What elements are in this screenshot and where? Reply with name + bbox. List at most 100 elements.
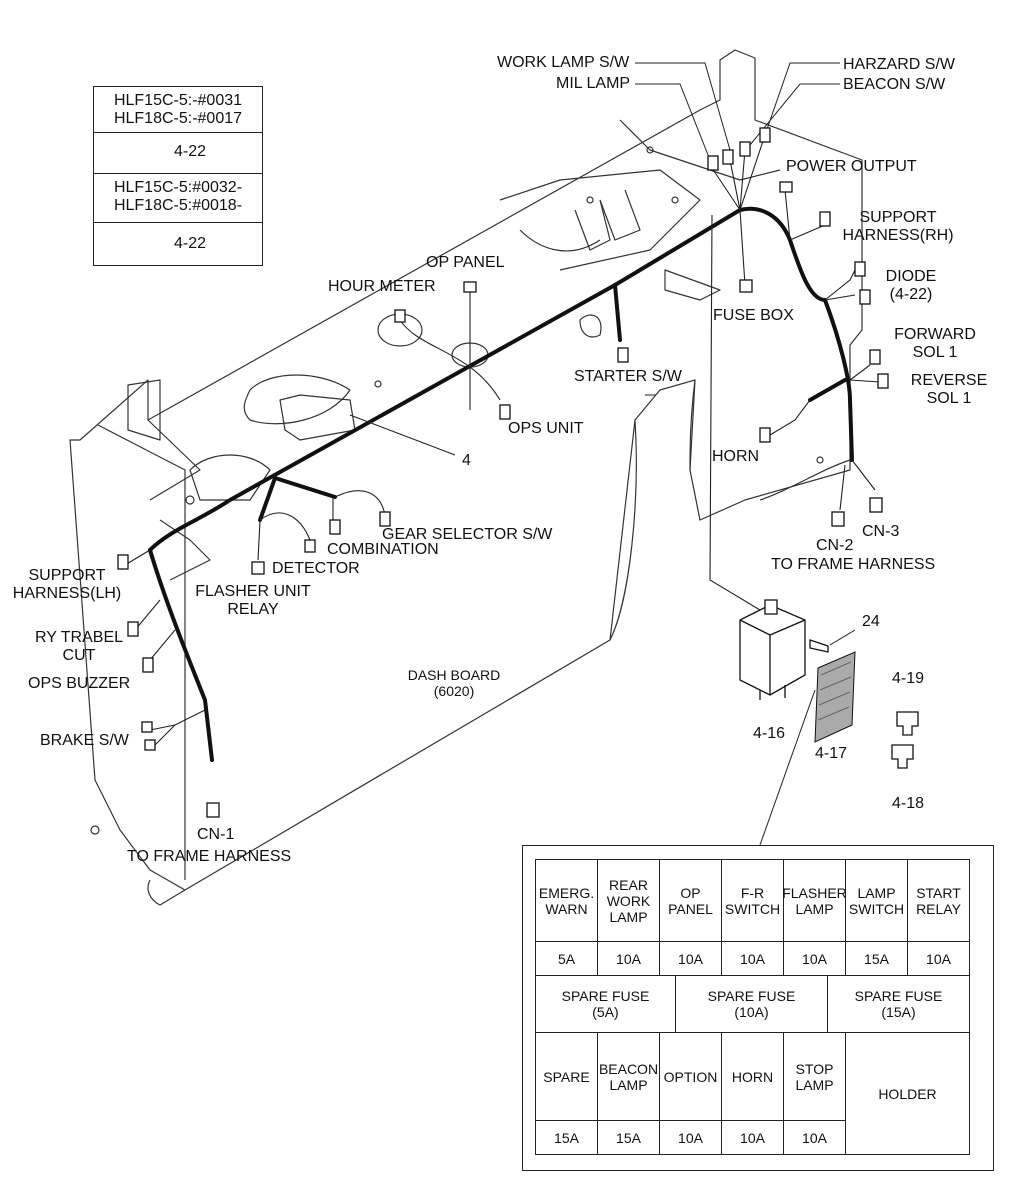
label-ref-4-18: 4-18 [892,795,925,812]
label-op-panel: OP PANEL [426,254,505,271]
fuse-name-cell: HORN [721,1032,784,1121]
label-work-lamp-sw: WORK LAMP S/W [497,54,630,71]
label-ry-trabel-line2: CUT [62,647,96,664]
revision-group1-line1: HLF15C-5:-#0031 [113,92,243,109]
label-hour-meter: HOUR METER [328,278,436,295]
fuse-rating-cell: 10A [907,941,970,976]
fuse-rating-cell: 15A [845,941,908,976]
fuse-name-cell-line: STOP [795,1060,834,1077]
fuse-name-cell-line: LAMP [795,1076,834,1093]
spare-fuse-cell: SPARE FUSE(15A) [827,975,970,1033]
fuse-name-cell-line: BEACON [598,1060,659,1077]
fuse-rating-cell-line: 10A [740,1129,765,1146]
label-flasher-unit-line1: FLASHER UNIT [195,583,311,600]
label-cn2: CN-2 [816,537,854,554]
fuse-name-cell-line: EMERG. [538,884,595,901]
fuse-rating-cell-line: 10A [678,950,703,967]
fuse-name-cell-line: FLASHER [782,884,847,901]
label-ref-4-19: 4-19 [892,670,925,687]
label-diode-line2: (4-22) [889,286,933,303]
fuse-name-cell-line: WARN [545,900,588,917]
fuse-name-cell-line: OPTION [663,1068,718,1085]
label-detector: DETECTOR [272,560,360,577]
revision-group1-part: 4-22 [94,133,262,174]
fuse-name-cell-line: LAMP [857,884,896,901]
label-power-output: POWER OUTPUT [786,158,917,175]
fuse-rating-cell: 5A [535,941,598,976]
label-reverse-sol-line1: REVERSE [910,372,988,389]
label-flasher-unit-line2: RELAY [227,601,279,618]
fuse-rating-cell: 10A [659,941,722,976]
label-support-harness-lh: SUPPORT HARNESS(LH) [8,567,126,603]
label-ref-4-16: 4-16 [753,725,786,742]
label-harness-ref-4: 4 [462,452,471,469]
label-support-harness-rh: SUPPORT HARNESS(RH) [838,209,958,245]
label-dash-board: DASH BOARD (6020) [394,667,514,699]
label-dash-board-line1: DASH BOARD [407,667,501,683]
revision-group2-ref: 4-22 [174,235,207,252]
fuse-name-cell: SPARE [535,1032,598,1121]
label-forward-sol-line2: SOL 1 [912,344,958,361]
label-support-harness-lh-line1: SUPPORT [28,567,106,584]
label-fuse-box: FUSE BOX [713,307,794,324]
label-cn1: CN-1 [197,826,235,843]
revision-group1-ref: 4-22 [174,143,207,160]
label-reverse-sol: REVERSE SOL 1 [904,372,994,408]
label-ops-unit: OPS UNIT [508,420,584,437]
fuse-4-19 [896,711,919,736]
fuse-name-cell-line: F-R [740,884,765,901]
fuse-name-cell-line: SWITCH [848,900,905,917]
label-flasher-unit-relay: FLASHER UNIT RELAY [186,583,320,619]
label-forward-sol-line1: FORWARD [894,326,976,343]
fuse-rating-cell-line: 10A [616,950,641,967]
label-combination: COMBINATION [327,541,439,558]
fuse-name-cell-line: LAMP [609,908,648,925]
fuse-name-cell-line: SWITCH [724,900,781,917]
fuse-name-cell-line: START [916,884,961,901]
revision-group2-serials: HLF15C-5:#0032- HLF18C-5:#0018- [94,173,262,223]
label-horn: HORN [712,448,760,465]
label-brake-sw: BRAKE S/W [40,732,129,749]
label-mil-lamp: MIL LAMP [556,75,631,92]
fuse-name-cell-line: LAMP [795,900,834,917]
dash-board-outline [69,49,863,891]
label-forward-sol: FORWARD SOL 1 [890,326,980,362]
label-ref-4-17: 4-17 [815,745,848,762]
fuse-name-cell-line: WORK [606,892,651,909]
holder-cell: HOLDER [845,1032,970,1155]
fuse-name-cell-line: OP [680,884,701,901]
fuse-name-cell-line: LAMP [609,1076,648,1093]
label-beacon-sw: BEACON S/W [843,76,946,93]
work-lamp-connector [707,155,719,171]
label-ry-trabel-cut: RY TRABEL CUT [24,629,134,665]
fuse-rating-cell: 10A [783,1120,846,1155]
fuse-rating-cell: 15A [597,1120,660,1155]
fuse-rating-cell-line: 15A [616,1129,641,1146]
revision-group2-part: 4-22 [94,223,262,265]
fuse-rating-cell-line: 10A [802,1129,827,1146]
label-ops-buzzer: OPS BUZZER [28,675,131,692]
fuse-rating-cell-line: 10A [740,950,765,967]
fuse-rating-cell-line: 10A [926,950,951,967]
label-hazard-sw: HARZARD S/W [843,56,955,73]
label-gear-selector-sw: GEAR SELECTOR S/W [382,526,553,543]
label-cn3: CN-3 [862,523,900,540]
fuse-rating-cell: 10A [721,941,784,976]
fuse-rating-cell: 15A [535,1120,598,1155]
revision-group1-serials: HLF15C-5:-#0031 HLF18C-5:-#0017 [94,87,262,133]
fuse-rating-cell: 10A [659,1120,722,1155]
spare-fuse-cell-line: SPARE FUSE [707,988,796,1004]
revision-group2-line2: HLF18C-5:#0018- [113,197,243,214]
fuse-box-body [739,604,806,696]
holder-cell-line: HOLDER [878,1085,937,1102]
label-support-harness-rh-line1: SUPPORT [859,209,937,226]
spare-fuse-cell: SPARE FUSE(5A) [535,975,676,1033]
label-reverse-sol-line2: SOL 1 [926,390,972,407]
